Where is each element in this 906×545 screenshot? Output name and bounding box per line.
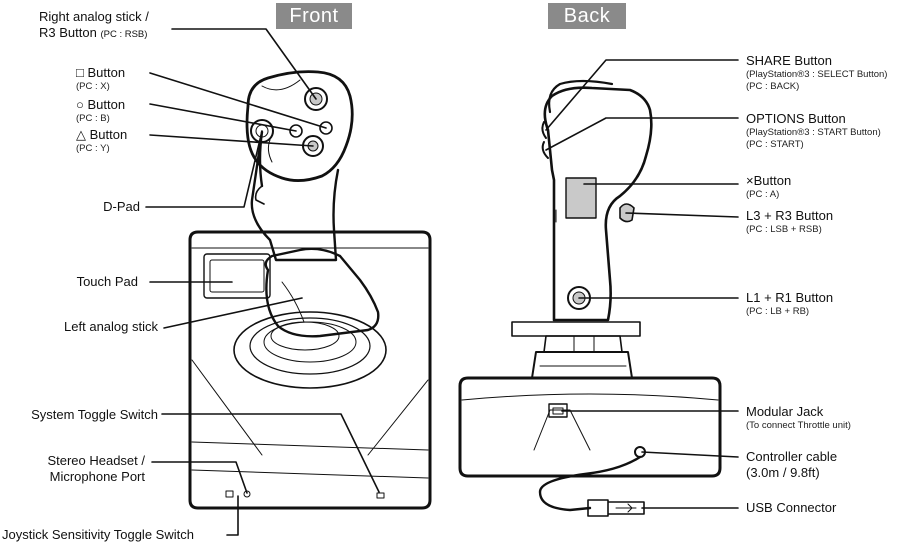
l1r1-pc-mapping: (PC : LB + RB)	[746, 306, 810, 317]
options-button-shape	[541, 141, 549, 159]
front-grip-head	[245, 70, 354, 182]
front-view-tab: Front	[276, 3, 352, 29]
left-stick-boot	[233, 311, 387, 389]
cross-pc-mapping: (PC : A)	[746, 189, 780, 200]
usb-connector-shape	[587, 499, 645, 517]
modular-jack-label: Modular Jack	[746, 404, 824, 419]
l3r3-button-label: L3 + R3 Button	[746, 208, 834, 223]
headset-port-shape	[225, 490, 234, 498]
options-pc-mapping: (PC : START)	[746, 139, 804, 150]
front-leader-lines	[145, 28, 380, 536]
system-toggle-label: System Toggle Switch	[31, 407, 158, 422]
controller-cable-length: (3.0m / 9.8ft)	[746, 465, 820, 480]
share-ps3-mapping: (PlayStation®3 : SELECT Button)	[746, 69, 888, 80]
cross-button-label: ×Button	[746, 173, 792, 188]
back-base	[458, 376, 722, 478]
modular-jack-sub: (To connect Throttle unit)	[746, 420, 851, 431]
square-pc-mapping: (PC : X)	[76, 81, 110, 92]
share-button-label: SHARE Button	[746, 53, 832, 68]
right-stick-label-line1: Right analog stick /	[39, 9, 149, 24]
circle-button-label: ○ Button	[76, 97, 126, 112]
l1r1-button-label: L1 + R1 Button	[746, 290, 834, 305]
back-view-tab: Back	[548, 3, 626, 29]
touch-pad-label: Touch Pad	[76, 274, 138, 289]
headset-port-label-line1: Stereo Headset /	[47, 453, 145, 468]
right-stick-label-line2: R3 Button (PC : RSB)	[39, 25, 147, 42]
share-pc-mapping: (PC : BACK)	[746, 81, 800, 92]
controller-cable	[538, 455, 642, 512]
options-button-label: OPTIONS Button	[746, 111, 846, 126]
controller-cable-label: Controller cable	[746, 449, 838, 464]
triangle-pc-mapping: (PC : Y)	[76, 143, 110, 154]
dpad-label: D-Pad	[103, 199, 140, 214]
usb-connector-label: USB Connector	[746, 500, 837, 515]
system-toggle-shape	[376, 492, 385, 499]
square-button-shape	[319, 121, 333, 135]
touch-pad	[203, 253, 271, 299]
front-base	[188, 230, 432, 510]
left-analog-stick	[264, 247, 380, 338]
back-handle	[543, 86, 653, 322]
triangle-button-label: △ Button	[76, 127, 128, 142]
headset-port-label-line2: Microphone Port	[49, 469, 145, 484]
l3r3-pc-mapping: (PC : LSB + RSB)	[746, 224, 822, 235]
right-analog-stick	[304, 87, 328, 111]
square-button-label: □ Button	[76, 65, 126, 80]
share-button-shape	[541, 121, 547, 139]
r3-pc-mapping: (PC : RSB)	[100, 29, 148, 40]
back-leader-lines	[545, 59, 739, 509]
circle-pc-mapping: (PC : B)	[76, 113, 110, 124]
front-handle	[250, 130, 340, 262]
back-view	[458, 79, 722, 517]
r3-button-label: R3 Button	[39, 25, 97, 40]
circle-button-shape	[289, 124, 303, 138]
front-view	[188, 70, 432, 510]
left-stick-label: Left analog stick	[64, 319, 158, 334]
sensitivity-switch-label: Joystick Sensitivity Toggle Switch	[2, 527, 194, 542]
options-ps3-mapping: (PlayStation®3 : START Button)	[746, 127, 881, 138]
